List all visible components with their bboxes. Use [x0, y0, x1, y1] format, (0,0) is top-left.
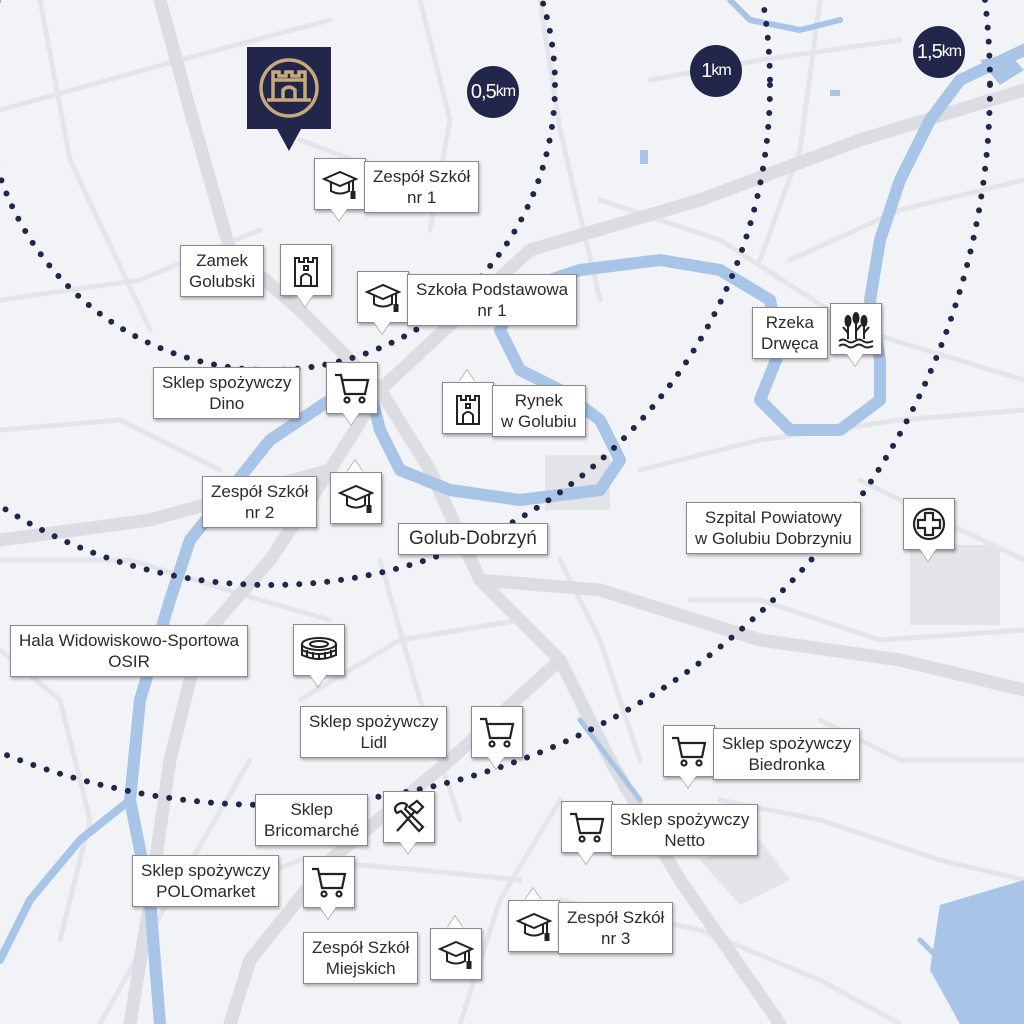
poi-label-line-2: OSIR	[108, 652, 150, 671]
marker-pointer	[343, 413, 359, 425]
logo-pointer	[277, 129, 301, 151]
ring-15km	[0, 0, 993, 808]
poi-label-line-2: POLOmarket	[156, 882, 256, 901]
poi-label-line-1: Sklep spożywczy	[141, 861, 271, 880]
marker-pointer	[488, 757, 504, 769]
poi-label-line-1: Zespół Szkół	[567, 908, 665, 927]
marker-pointer	[680, 776, 696, 788]
poi-label-line-2: Golubski	[189, 272, 256, 291]
poi-label-line-1: Sklep	[290, 800, 333, 819]
graduation-cap-icon	[330, 472, 382, 524]
marker-pointer	[320, 907, 336, 919]
poi-label-line-1: Zespół Szkół	[211, 482, 309, 501]
shopping-cart-icon	[303, 856, 355, 908]
marker-pointer	[331, 209, 347, 221]
shopping-cart-icon	[471, 706, 523, 758]
poi-label-line-1: Sklep spożywczy	[620, 810, 750, 829]
ring-value: 1,5	[916, 40, 943, 63]
poi-label-line-2: Bricomarché	[264, 821, 360, 840]
marker-pointer	[374, 322, 390, 334]
graduation-cap-icon	[314, 158, 366, 210]
ring-unit: km	[495, 83, 516, 100]
poi-label-line-2: Netto	[664, 831, 706, 850]
poi-label-line-2: Miejskich	[325, 959, 396, 978]
shopping-cart-icon	[663, 725, 715, 777]
poi-label-line-1: Sklep spożywczy	[309, 712, 439, 731]
poi-label-line-2: Dino	[209, 394, 245, 413]
poi-label-line-2: w Golubiu Dobrzyniu	[695, 529, 852, 548]
marker-pointer	[400, 842, 416, 854]
ring-value: 0,5	[470, 80, 497, 103]
poi-label-line-1: Rynek	[514, 391, 563, 410]
marker-pointer	[525, 888, 541, 900]
medical-cross-icon	[903, 498, 955, 550]
poi-label-line-1: Rzeka	[765, 313, 814, 332]
castle-tower-icon	[442, 382, 494, 434]
marker-pointer	[297, 295, 313, 307]
poi-label-line-2: Lidl	[360, 733, 387, 752]
graduation-cap-icon	[508, 900, 560, 952]
marker-pointer	[847, 354, 863, 366]
poi-label-line-2: nr 1	[407, 188, 437, 207]
marker-pointer	[578, 852, 594, 864]
poi-label-line-1: Szkoła Podstawowa	[416, 280, 569, 299]
marker-pointer	[920, 549, 936, 561]
poi-label-line-1: Hala Widowiskowo-Sportowa	[19, 631, 240, 650]
castle-arch-logo-icon	[259, 58, 319, 118]
poi-label-line-1: Szpital Powiatowy	[704, 508, 842, 527]
poi-label-line-1: Sklep spożywczy	[162, 373, 292, 392]
poi-label-line-1: Zespół Szkół	[312, 938, 410, 957]
poi-label-line-1: Zespół Szkół	[373, 167, 471, 186]
marker-pointer	[310, 675, 326, 687]
shopping-cart-icon	[326, 362, 378, 414]
poi-label-line-1: Sklep spożywczy	[722, 734, 852, 753]
poi-label-line-2: w Golubiu	[501, 412, 577, 431]
poi-label: Zespół Szkół nr 1	[364, 161, 480, 213]
graduation-cap-icon	[430, 928, 482, 980]
stadium-icon	[293, 624, 345, 676]
poi-label: Zespół Szkół nr 3	[558, 902, 674, 954]
poi-label-line-2: nr 1	[477, 301, 507, 320]
marker-pointer	[447, 916, 463, 928]
poi-label: Rynek w Golubiu	[492, 385, 586, 437]
castle-tower-icon	[280, 244, 332, 296]
ring-1km	[0, 0, 773, 588]
poi-label-line-2: nr 2	[245, 503, 275, 522]
poi-label-line-2: nr 3	[601, 929, 631, 948]
reeds-water-icon	[830, 303, 882, 355]
poi-label: Zespół Szkół nr 2	[202, 476, 318, 528]
poi-label-line-2: Biedronka	[748, 755, 825, 774]
marker-pointer	[347, 460, 363, 472]
hammer-wrench-icon	[383, 791, 435, 843]
poi-label-line-1: Zamek	[196, 251, 249, 270]
ring-unit: km	[711, 62, 731, 79]
poi-label-line-2: Drwęca	[761, 334, 819, 353]
investment-logo[interactable]	[247, 47, 331, 129]
ring-value: 1	[701, 59, 712, 82]
ring-unit: km	[941, 43, 962, 60]
city-label: Golub-Dobrzyń	[398, 523, 548, 555]
poi-label: Szkoła Podstawowa nr 1	[407, 274, 578, 326]
marker-pointer	[459, 370, 475, 382]
poi-label: Szpital Powiatowy w Golubiu Dobrzyniu	[686, 502, 861, 554]
graduation-cap-icon	[357, 271, 409, 323]
shopping-cart-icon	[561, 801, 613, 853]
